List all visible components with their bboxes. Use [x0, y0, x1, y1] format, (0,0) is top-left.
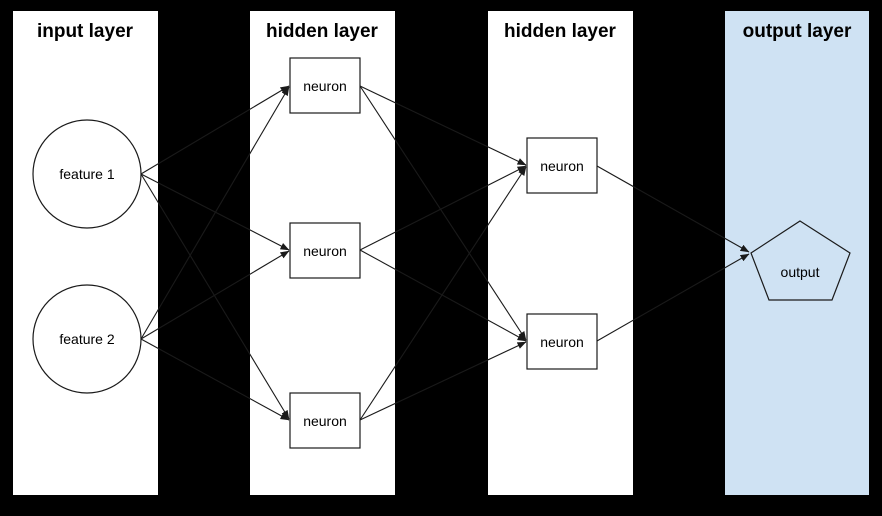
- edge-feature2-h1n3: [140, 338, 290, 421]
- feature-2-circle: [32, 284, 142, 394]
- edge-feature2-h1n1: [140, 86, 290, 340]
- title-input-layer: input layer: [37, 21, 134, 42]
- edges-hidden1-to-hidden2: [359, 85, 527, 421]
- edge-h1n1-h2n1: [359, 85, 527, 166]
- panel-input-layer: [13, 11, 158, 495]
- edge-feature1-h1n1: [140, 85, 290, 175]
- hidden2-neuron-1-label: neuron: [540, 158, 584, 174]
- output-label: output: [781, 264, 820, 280]
- hidden2-neuron-2-label: neuron: [540, 334, 584, 350]
- node-hidden2-neuron-1: neuron: [526, 137, 598, 194]
- panel-hidden-layer-2: [488, 11, 633, 495]
- hidden1-neuron-2-label: neuron: [303, 243, 347, 259]
- edge-h2n2-output: [596, 253, 750, 342]
- hidden1-neuron-1-box: [289, 57, 361, 114]
- hidden1-neuron-3-box: [289, 392, 361, 449]
- edge-feature1-h1n3: [140, 173, 290, 420]
- hidden2-neuron-1-box: [526, 137, 598, 194]
- hidden1-neuron-2-box: [289, 222, 361, 279]
- edge-h1n2-h2n1: [359, 165, 527, 251]
- hidden1-neuron-3-label: neuron: [303, 413, 347, 429]
- title-hidden-layer-1: hidden layer: [266, 21, 379, 42]
- title-hidden-layer-2: hidden layer: [504, 21, 617, 42]
- edge-feature2-h1n2: [140, 250, 290, 340]
- node-hidden2-neuron-2: neuron: [526, 313, 598, 370]
- edges-input-to-hidden1: [140, 85, 290, 421]
- feature-1-circle: [32, 119, 142, 229]
- edges-hidden2-to-output: [596, 165, 750, 342]
- hidden1-neuron-1-label: neuron: [303, 78, 347, 94]
- node-output: output: [750, 220, 851, 301]
- node-hidden1-neuron-2: neuron: [289, 222, 361, 279]
- edge-h1n3-h2n1: [359, 166, 527, 421]
- node-feature-2: feature 2: [32, 284, 142, 394]
- feature-1-label: feature 1: [59, 166, 114, 182]
- edge-h1n1-h2n2: [359, 85, 527, 341]
- edge-h1n3-h2n2: [359, 341, 527, 421]
- node-feature-1: feature 1: [32, 119, 142, 229]
- edge-h2n1-output: [596, 165, 750, 253]
- node-hidden1-neuron-1: neuron: [289, 57, 361, 114]
- feature-2-label: feature 2: [59, 331, 114, 347]
- title-output-layer: output layer: [743, 21, 852, 42]
- node-hidden1-neuron-3: neuron: [289, 392, 361, 449]
- output-pentagon: [750, 220, 851, 301]
- edge-h1n2-h2n2: [359, 249, 527, 342]
- hidden2-neuron-2-box: [526, 313, 598, 370]
